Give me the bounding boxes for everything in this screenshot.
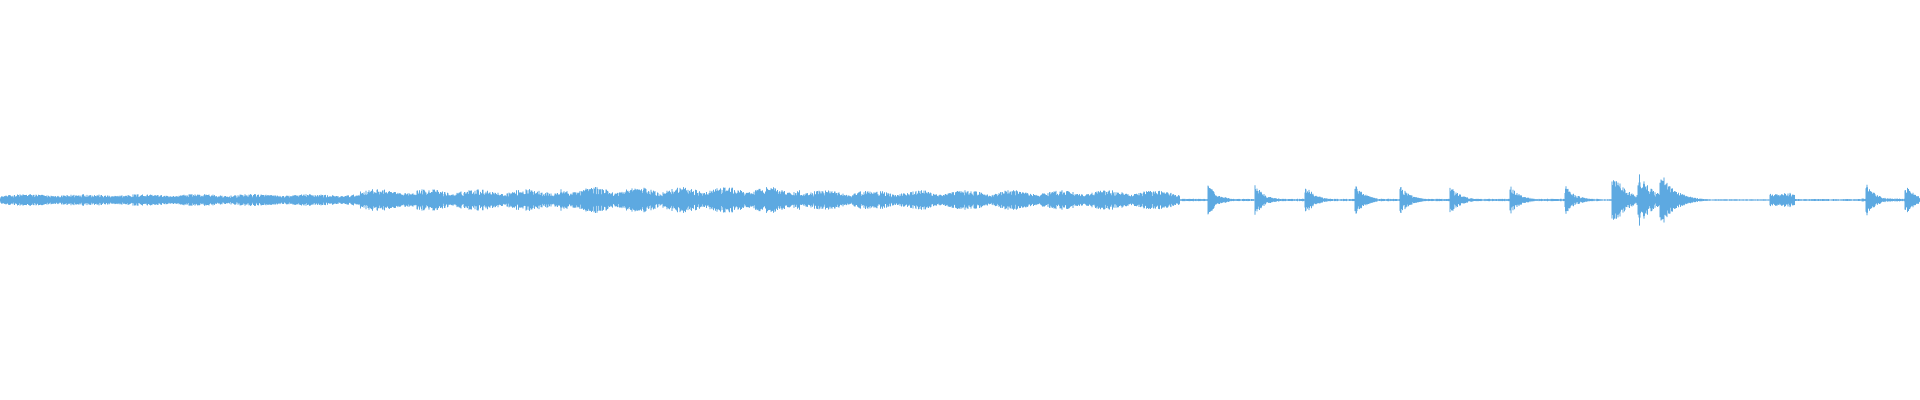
waveform-trace bbox=[0, 174, 1920, 226]
